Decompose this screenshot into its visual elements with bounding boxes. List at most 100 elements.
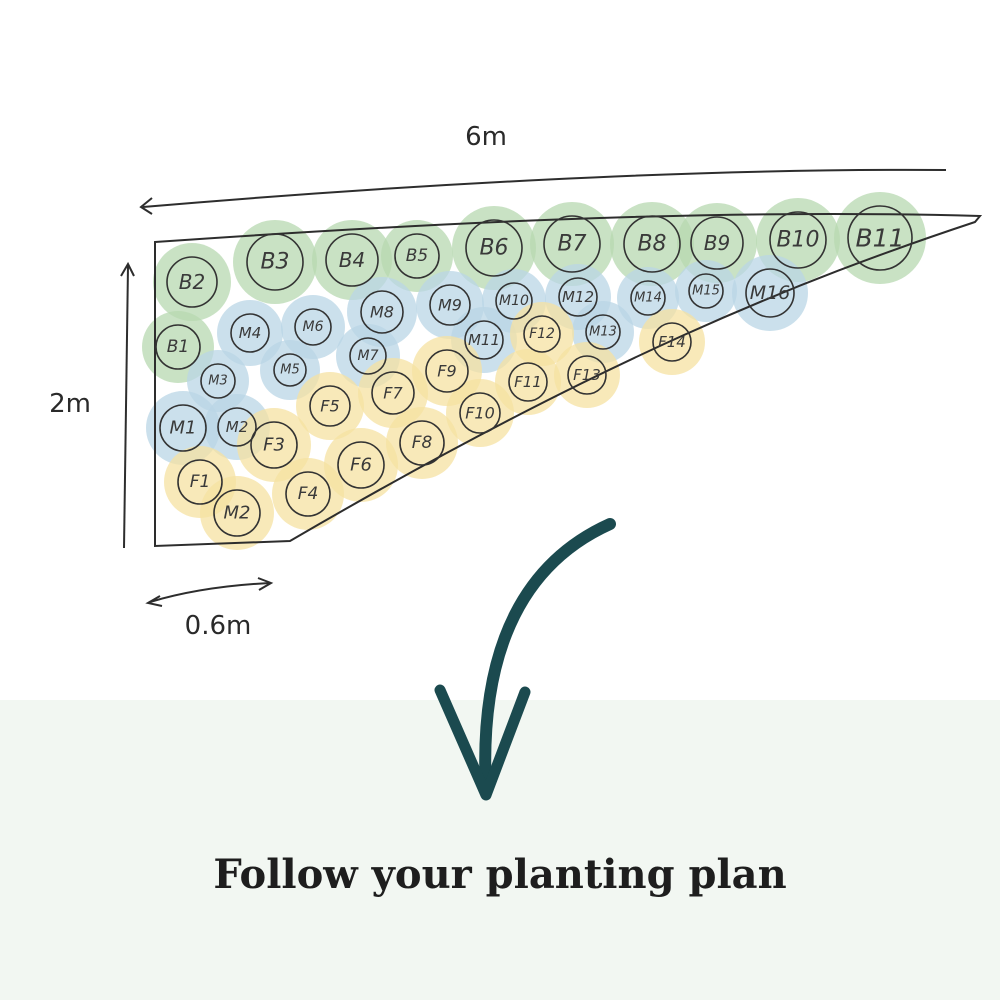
- color-wash-back: [530, 202, 614, 286]
- plant-label: F5: [320, 397, 339, 416]
- color-wash-middle: [281, 295, 345, 359]
- plant-marker: F7: [371, 371, 415, 415]
- plant-marker: F10: [459, 392, 501, 434]
- plant-label: M16: [750, 282, 791, 304]
- plant-circle: [425, 349, 469, 393]
- plant-label: M3: [208, 374, 228, 389]
- plant-circle: [623, 215, 681, 273]
- plant-marker: F5: [309, 385, 351, 427]
- edge-dimension-label: 0.6m: [185, 611, 252, 641]
- length-arrowhead-left: [139, 197, 153, 215]
- color-wash-middle: [675, 260, 737, 322]
- plant-marker: F13: [567, 355, 607, 395]
- plant-circle: [177, 459, 223, 505]
- color-wash-front: [510, 302, 574, 366]
- plant-marker: M12: [558, 277, 598, 317]
- plant-marker: M16: [745, 268, 795, 318]
- plant-label: M8: [370, 303, 394, 322]
- plant-marker: M1: [159, 404, 207, 452]
- plant-marker: M13: [585, 314, 621, 350]
- plant-label: B11: [856, 224, 905, 253]
- plant-marker: B7: [543, 215, 601, 273]
- color-wash-middle: [347, 277, 417, 347]
- plant-circle: [371, 371, 415, 415]
- plant-circle: [464, 320, 504, 360]
- plant-marker: M6: [294, 308, 332, 346]
- plant-label: M2: [224, 503, 251, 524]
- plant-marker: F14: [652, 322, 692, 362]
- depth-arrowhead-top: [120, 261, 135, 277]
- plant-circle: [558, 277, 598, 317]
- plant-marker: M7: [349, 337, 387, 375]
- color-wash-front: [324, 428, 398, 502]
- plant-circle: [250, 421, 298, 469]
- plant-circle: [523, 315, 561, 353]
- plant-label: F9: [437, 362, 456, 381]
- plant-label: M9: [438, 296, 462, 315]
- plant-marker: M15: [688, 273, 724, 309]
- color-wash-middle: [217, 300, 283, 366]
- plant-circle: [745, 268, 795, 318]
- plant-label: M13: [589, 325, 617, 340]
- plant-label: B3: [260, 250, 289, 275]
- color-wash-front: [296, 372, 364, 440]
- plant-label: B1: [167, 337, 189, 357]
- plant-label: B7: [557, 232, 586, 257]
- color-wash-middle: [732, 255, 808, 331]
- plant-marker: B5: [394, 233, 440, 279]
- plant-label: M12: [562, 288, 594, 306]
- plant-marker: F3: [250, 421, 298, 469]
- plant-circle: [459, 392, 501, 434]
- plant-circle: [213, 489, 261, 537]
- plant-label: F4: [298, 484, 319, 504]
- edge-arrowhead-right: [257, 577, 274, 591]
- edge-arrowhead-left: [145, 595, 163, 607]
- plant-circle: [508, 362, 548, 402]
- plant-circle: [630, 280, 666, 316]
- plant-label: F7: [383, 384, 403, 403]
- plant-circle: [217, 407, 257, 447]
- color-wash-middle: [187, 350, 249, 412]
- plant-circle: [159, 404, 207, 452]
- plant-label: M7: [358, 348, 379, 364]
- plant-label: B4: [339, 248, 365, 272]
- color-washes: [142, 192, 926, 550]
- plant-label: M4: [239, 324, 262, 342]
- plant-circle: [769, 211, 827, 269]
- plant-label: F13: [573, 366, 601, 384]
- plant-marker: B3: [246, 233, 304, 291]
- plant-marker: M5: [273, 353, 307, 387]
- plant-marker: F8: [399, 420, 445, 466]
- plant-marker: F9: [425, 349, 469, 393]
- plant-label: F6: [350, 455, 372, 476]
- plant-label: M11: [468, 331, 500, 349]
- plant-circle: [495, 282, 533, 320]
- plant-circle: [399, 420, 445, 466]
- plant-circle: [688, 273, 724, 309]
- plant-label: B2: [179, 270, 205, 294]
- plant-circle: [294, 308, 332, 346]
- color-wash-back: [381, 220, 453, 292]
- plant-marker: B4: [325, 233, 379, 287]
- plant-circle: [652, 322, 692, 362]
- plant-label: M2: [226, 418, 249, 436]
- plant-label: B8: [637, 232, 666, 257]
- edge-dimension-line: [149, 582, 271, 603]
- plant-label: F12: [529, 326, 555, 342]
- plant-marker: B8: [623, 215, 681, 273]
- plant-circle: [567, 355, 607, 395]
- plant-marker: B11: [847, 205, 913, 271]
- plant-marker: M11: [464, 320, 504, 360]
- color-wash-back: [153, 243, 231, 321]
- plant-label: F11: [514, 373, 542, 391]
- plant-marker: M14: [630, 280, 666, 316]
- plant-circle: [465, 219, 523, 277]
- arrow-head-icon: [434, 684, 531, 801]
- plant-circle: [155, 324, 201, 370]
- plant-marker: M3: [200, 363, 236, 399]
- plant-label: M15: [692, 284, 720, 299]
- color-wash-front: [446, 379, 514, 447]
- plant-circle: [337, 441, 385, 489]
- plant-label: M10: [499, 293, 529, 309]
- plant-label: F3: [263, 435, 285, 456]
